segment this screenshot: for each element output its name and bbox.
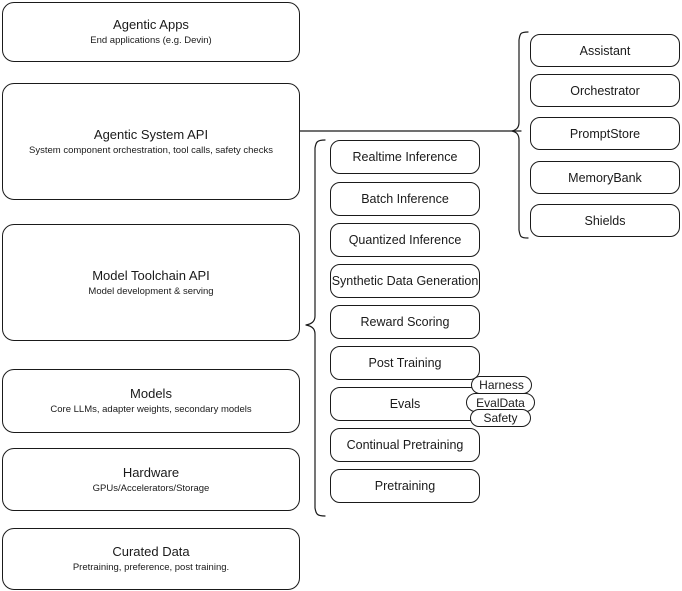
item-evals[interactable]: Evals [330,387,480,421]
stack-layer-models[interactable]: Models Core LLMs, adapter weights, secon… [2,369,300,433]
item-shields[interactable]: Shields [530,204,680,237]
stack-layer-title: Model Toolchain API [92,267,210,283]
item-promptstore[interactable]: PromptStore [530,117,680,150]
stack-layer-subtitle: Model development & serving [88,285,214,297]
item-memorybank[interactable]: MemoryBank [530,161,680,194]
stack-layer-subtitle: End applications (e.g. Devin) [90,35,212,46]
stack-layer-title: Agentic Apps [113,17,189,32]
item-batch-inference[interactable]: Batch Inference [330,182,480,216]
item-continual-pretraining[interactable]: Continual Pretraining [330,428,480,462]
stack-layer-curated-data[interactable]: Curated Data Pretraining, preference, po… [2,528,300,590]
item-realtime-inference[interactable]: Realtime Inference [330,140,480,174]
item-synthetic-data-generation[interactable]: Synthetic Data Generation [330,264,480,298]
stack-layer-title: Curated Data [112,544,190,559]
agentic-brace [511,31,529,239]
stack-layer-subtitle: System component orchestration, tool cal… [29,144,273,156]
stack-layer-agentic-system-api[interactable]: Agentic System API System component orch… [2,83,300,200]
stack-layer-title: Models [130,386,172,401]
item-quantized-inference[interactable]: Quantized Inference [330,223,480,257]
item-post-training[interactable]: Post Training [330,346,480,380]
stack-layer-agentic-apps[interactable]: Agentic Apps End applications (e.g. Devi… [2,2,300,62]
stack-layer-model-toolchain-api[interactable]: Model Toolchain API Model development & … [2,224,300,341]
item-orchestrator[interactable]: Orchestrator [530,74,680,107]
pill-harness[interactable]: Harness [471,376,532,394]
item-assistant[interactable]: Assistant [530,34,680,67]
stack-layer-title: Agentic System API [93,126,209,142]
stack-layer-subtitle: GPUs/Accelerators/Storage [92,482,210,494]
stack-layer-subtitle: Pretraining, preference, post training. [72,562,230,573]
pill-safety[interactable]: Safety [470,409,531,427]
stack-layer-title: Hardware [122,464,180,480]
stack-layer-subtitle: Core LLMs, adapter weights, secondary mo… [50,404,252,415]
item-reward-scoring[interactable]: Reward Scoring [330,305,480,339]
item-pretraining[interactable]: Pretraining [330,469,480,503]
stack-layer-hardware[interactable]: Hardware GPUs/Accelerators/Storage [2,448,300,511]
toolchain-brace [305,139,326,517]
